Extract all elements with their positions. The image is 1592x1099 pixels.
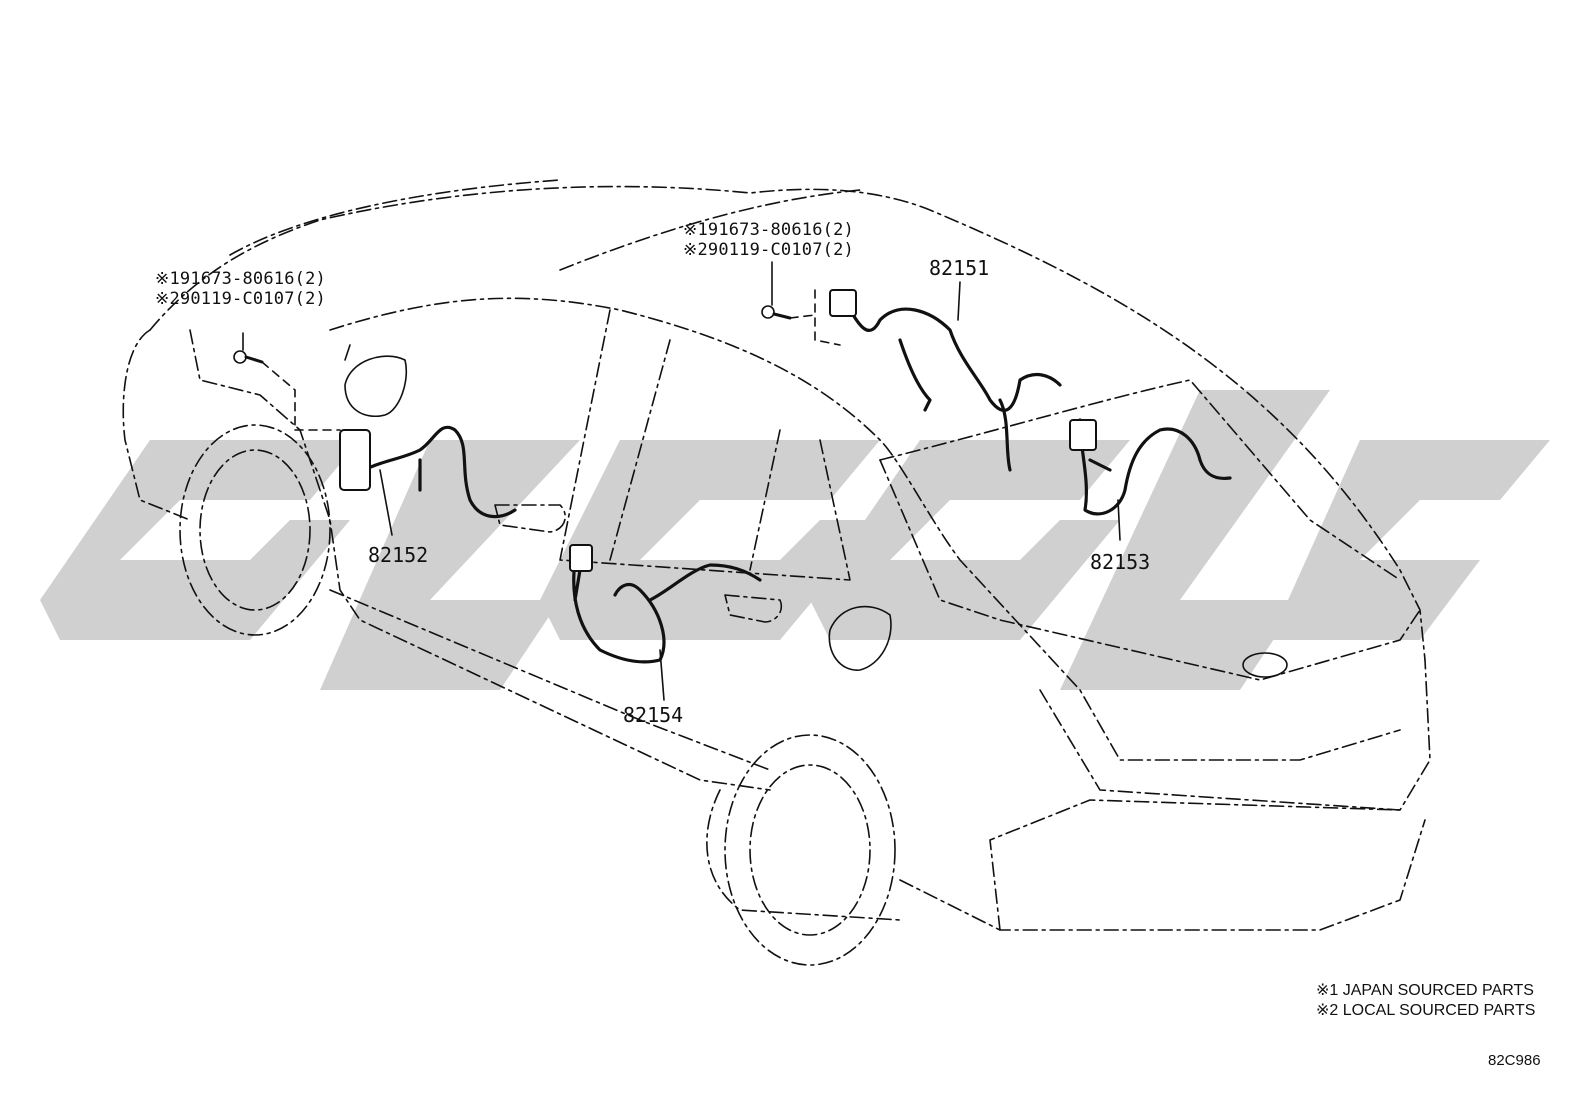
connector-82152: [339, 429, 371, 491]
diagram-code: 82C986: [1488, 1052, 1541, 1069]
legend-note-1: ※1 JAPAN SOURCED PARTS: [1316, 982, 1534, 999]
part-number-82154[interactable]: 82154: [623, 703, 684, 727]
part-number-82153[interactable]: 82153: [1090, 550, 1151, 574]
legend-note-2: ※2 LOCAL SOURCED PARTS: [1316, 1002, 1536, 1019]
harness-82151: [843, 298, 1062, 472]
part-number-82151[interactable]: 82151: [929, 256, 990, 280]
bolt-center: [761, 261, 841, 346]
connector-82154: [569, 544, 593, 572]
harness-82152: [353, 425, 517, 519]
rear-emblem: [1242, 652, 1288, 678]
leader-82153: [1117, 499, 1121, 541]
rear-door-handle: [494, 504, 566, 533]
bolt-left: [233, 332, 341, 431]
connector-82153: [1069, 419, 1097, 451]
side-mirror: [344, 355, 408, 417]
callout-center-line2: ※290119-C0107(2): [683, 240, 854, 260]
connector-82151: [829, 289, 857, 317]
watermark-logo: [40, 390, 1550, 690]
harness-82153: [1078, 418, 1232, 516]
harness-82154: [572, 558, 762, 664]
callout-center-line1: ※191673-80616(2): [683, 220, 854, 240]
callout-left-line1: ※191673-80616(2): [155, 269, 326, 289]
front-door-handle: [724, 594, 783, 623]
callout-left-line2: ※290119-C0107(2): [155, 289, 326, 309]
front-left-wheel: [724, 734, 896, 966]
rear-left-wheel: [179, 424, 331, 636]
car-body-outline: [122, 179, 1431, 931]
leader-82151: [957, 281, 961, 321]
part-number-82152[interactable]: 82152: [368, 543, 429, 567]
fuel-door: [828, 605, 892, 671]
wire-harnesses: [353, 298, 1232, 664]
leader-82154: [659, 649, 665, 701]
leader-82152: [379, 469, 393, 536]
